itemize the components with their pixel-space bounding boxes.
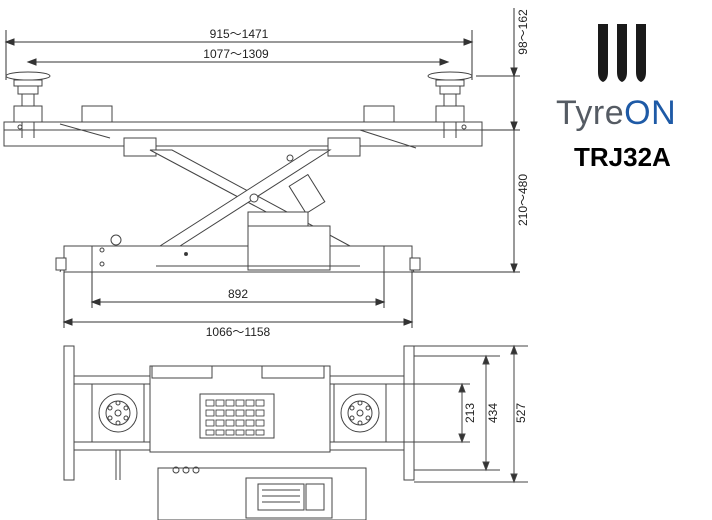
dim-pad-span-label: 915～1471 — [210, 27, 269, 41]
right-jacking-pad — [427, 71, 473, 138]
brand-block: TyreON TRJ32A — [548, 18, 708, 178]
dimension-width-527: 527 — [414, 344, 528, 484]
dim-frame-outer-label: 1066～1158 — [206, 325, 271, 339]
dim-pad-height-label: 98～162 — [516, 9, 530, 55]
dim-lift-height-label: 210～480 — [516, 174, 530, 226]
dimension-lift-height: 210～480 — [400, 130, 530, 274]
pump-unit — [157, 466, 367, 520]
dimension-pad-span: 915～1471 — [4, 27, 474, 80]
dimension-pad-height: 98～162 — [476, 8, 530, 132]
dimension-frame-inner: 892 — [90, 272, 386, 308]
dimension-width-213: 213 — [386, 382, 477, 444]
brand-name-part2: ON — [624, 94, 677, 132]
front-elevation-view: 915～1471 1077～1309 98～162 210～480 — [3, 8, 530, 339]
top-plan-view: 213 434 527 — [63, 344, 528, 520]
dim-213-label: 213 — [463, 403, 477, 423]
dim-frame-inner-label: 892 — [228, 287, 248, 301]
base-frame — [55, 225, 421, 273]
dim-arm-span-label: 1077～1309 — [203, 47, 269, 61]
brand-name-part1: Tyre — [556, 94, 625, 132]
dimension-width-434: 434 — [414, 354, 500, 472]
dim-434-label: 434 — [486, 403, 500, 423]
right-pad-top — [333, 383, 387, 443]
three-vertical-bars-logo-icon — [598, 24, 646, 82]
control-grid — [205, 399, 265, 436]
upper-arm — [3, 105, 483, 157]
dim-527-label: 527 — [514, 403, 528, 423]
left-pad-top — [91, 383, 145, 480]
brand-name: TyreON — [556, 94, 676, 133]
model-number: TRJ32A — [574, 142, 671, 172]
dimension-frame-outer: 1066～1158 — [62, 272, 414, 339]
dimension-arm-span: 1077～1309 — [26, 47, 450, 66]
left-jacking-pad — [5, 71, 51, 138]
scissor-mechanism — [149, 149, 351, 247]
